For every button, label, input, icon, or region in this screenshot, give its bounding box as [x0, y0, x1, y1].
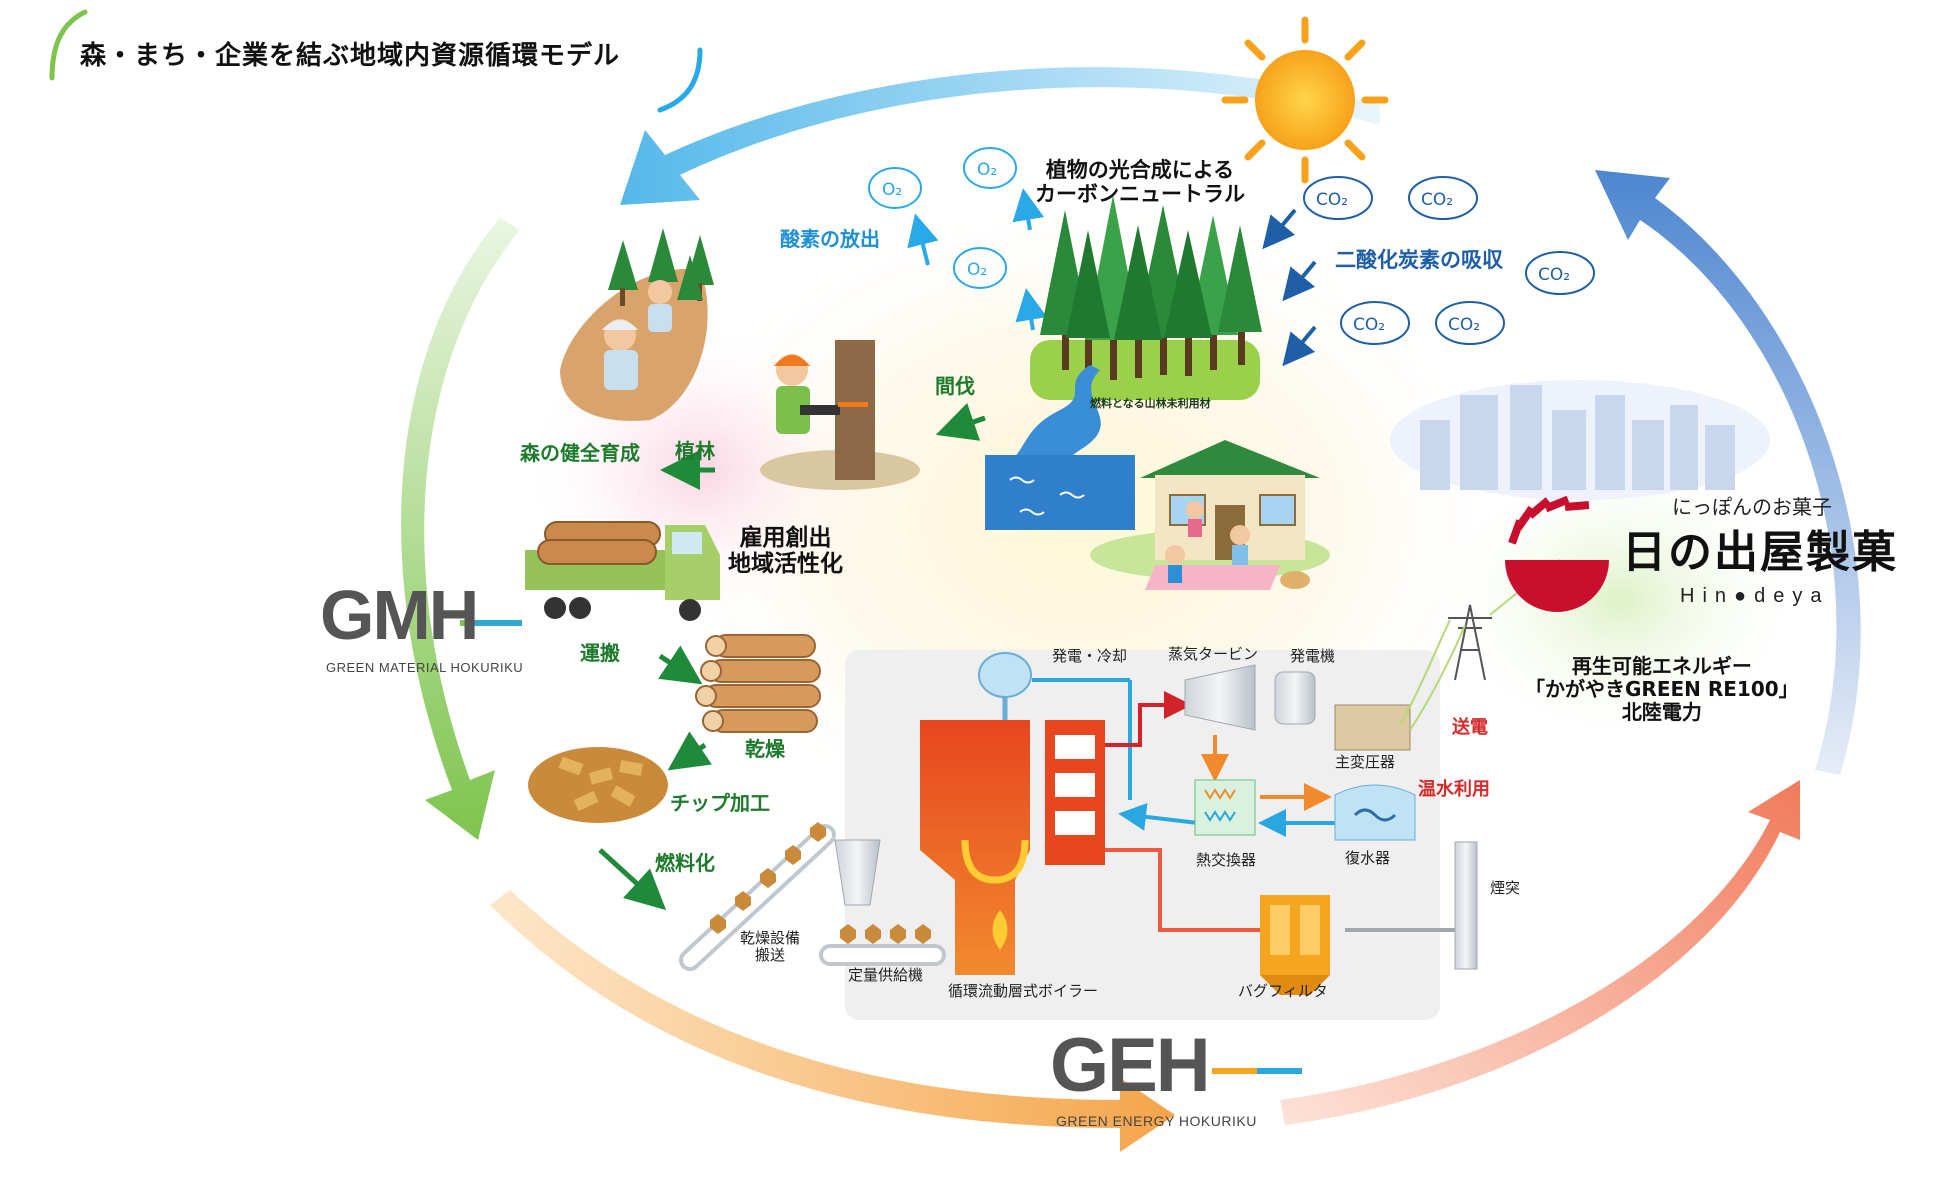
chimney-illustration — [1454, 841, 1478, 970]
renewable-line2: 「かがやきGREEN RE100」 — [1525, 677, 1799, 701]
jobs-label-line1: 雇用創出 — [739, 525, 832, 551]
planting-label: 植林 — [675, 439, 715, 463]
geh-subtitle: GREEN ENERGY HOKURIKU — [1056, 1113, 1257, 1129]
svg-text:CO₂: CO₂ — [1421, 190, 1453, 210]
co2-icon: CO₂ — [1303, 176, 1373, 220]
heat-exchanger-illustration — [1194, 779, 1256, 836]
drying-conveyor-illustration — [679, 822, 946, 971]
generator-label: 発電機 — [1290, 647, 1336, 665]
transport-label: 運搬 — [580, 641, 620, 665]
fixed-feeder-label: 定量供給機 — [848, 966, 924, 984]
photosynthesis-heading: 植物の光合成による カーボンニュートラル — [1035, 158, 1245, 206]
gmh-logo-mark — [460, 620, 522, 626]
cycle-arrow-left — [401, 218, 520, 840]
svg-text:CO₂: CO₂ — [1353, 315, 1385, 335]
page-title: 森・まち・企業を結ぶ地域内資源循環モデル — [80, 41, 621, 71]
photosynthesis-heading-line1: 植物の光合成による — [1045, 158, 1235, 182]
log-truck-illustration — [525, 521, 720, 621]
fuel-conversion-label: 燃料化 — [655, 851, 715, 875]
gmh-subtitle: GREEN MATERIAL HOKURIKU — [326, 660, 524, 675]
healthy-forest-label: 森の健全育成 — [520, 441, 640, 465]
thinning-worker-illustration — [760, 340, 920, 490]
drying-equipment-label-line1: 乾燥設備 — [740, 929, 801, 947]
chip-processing-label: チップ加工 — [670, 791, 770, 815]
city-illustration — [1390, 380, 1770, 500]
hinodeya-tagline: にっぽんのお菓子 — [1672, 495, 1832, 519]
jobs-label-line2: 地域活性化 — [728, 551, 843, 578]
o2-bubbles: O₂ O₂ O₂ — [868, 147, 1017, 289]
log-pile-illustration — [695, 634, 821, 733]
power-cooling-label: 発電・冷却 — [1052, 647, 1128, 665]
o2-icon: O₂ — [868, 167, 922, 209]
forestry-process-arrows — [598, 402, 986, 911]
drying-equipment-label: 乾燥設備 搬送 — [740, 929, 801, 965]
co2-icon: CO₂ — [1525, 251, 1595, 295]
svg-text:CO₂: CO₂ — [1448, 315, 1480, 335]
svg-text:CO₂: CO₂ — [1538, 265, 1570, 285]
hinodeya-logo-mark — [1505, 495, 1609, 612]
co2-arrows — [1262, 208, 1317, 367]
steam-turbine-label: 蒸気タービン — [1168, 645, 1259, 663]
bag-filter-label: バグフィルタ — [1238, 982, 1328, 1000]
main-transformer-label: 主変圧器 — [1335, 753, 1396, 771]
hinodeya-romaji: Hin●deya — [1680, 585, 1830, 607]
co2-icon: CO₂ — [1340, 301, 1410, 345]
steam-turbine-illustration — [1184, 664, 1411, 751]
heat-exchanger-label: 熱交換器 — [1196, 851, 1257, 869]
o2-arrows — [907, 188, 1048, 331]
o2-icon: O₂ — [963, 147, 1017, 189]
svg-text:O₂: O₂ — [977, 160, 997, 180]
gmh-logo: GMH — [320, 576, 479, 654]
o2-icon: O₂ — [953, 247, 1007, 289]
hinodeya-name: 日の出屋製菓 — [1622, 527, 1898, 578]
hot-water-use-label: 温水利用 — [1418, 779, 1490, 800]
geh-logo: GEH — [1050, 1023, 1211, 1108]
co2-icon: CO₂ — [1408, 176, 1478, 220]
renewable-line1: 再生可能エネルギー — [1571, 654, 1752, 678]
renewable-energy-label: 再生可能エネルギー 「かがやきGREEN RE100」 北陸電力 — [1525, 655, 1799, 724]
sun-icon — [1221, 16, 1389, 184]
boiler-label: 循環流動層式ボイラー — [948, 982, 1099, 1000]
renewable-line3: 北陸電力 — [1621, 700, 1702, 724]
svg-text:O₂: O₂ — [967, 260, 987, 280]
drying-equipment-label-line2: 搬送 — [755, 946, 786, 965]
photosynthesis-heading-line2: カーボンニュートラル — [1035, 182, 1245, 207]
cycle-arrow-right — [1595, 170, 1861, 775]
jobs-label: 雇用創出 地域活性化 — [728, 525, 843, 578]
condenser-label: 復水器 — [1345, 849, 1391, 867]
transmission-label: 送電 — [1452, 717, 1488, 738]
co2-icon: CO₂ — [1435, 301, 1505, 345]
forest-illustration — [985, 195, 1262, 530]
co2-absorption-label: 二酸化炭素の吸収 — [1335, 248, 1503, 272]
planting-workers-illustration — [560, 228, 714, 421]
svg-text:CO₂: CO₂ — [1316, 190, 1348, 210]
condenser-illustration — [1334, 784, 1416, 841]
svg-text:O₂: O₂ — [882, 180, 902, 200]
drying-label: 乾燥 — [745, 737, 785, 761]
thinning-label: 間伐 — [935, 374, 975, 398]
oxygen-release-label: 酸素の放出 — [780, 227, 880, 251]
geh-logo-mark — [1212, 1068, 1302, 1074]
house-illustration — [1090, 440, 1330, 590]
chimney-label: 煙突 — [1490, 879, 1521, 897]
bag-filter-illustration — [1260, 895, 1330, 995]
cycle-arrow-top — [620, 67, 1380, 205]
forest-caption: 燃料となる山林未利用材 — [1090, 397, 1211, 410]
cycle-arrow-bottom — [490, 890, 1175, 1152]
co2-bubbles: CO₂ CO₂ CO₂ CO₂ CO₂ — [1303, 176, 1595, 345]
transmission-tower-illustration — [1399, 559, 1561, 731]
title-swoosh — [49, 9, 703, 113]
wood-chips-illustration — [528, 747, 668, 823]
boiler-illustration — [920, 652, 1105, 975]
